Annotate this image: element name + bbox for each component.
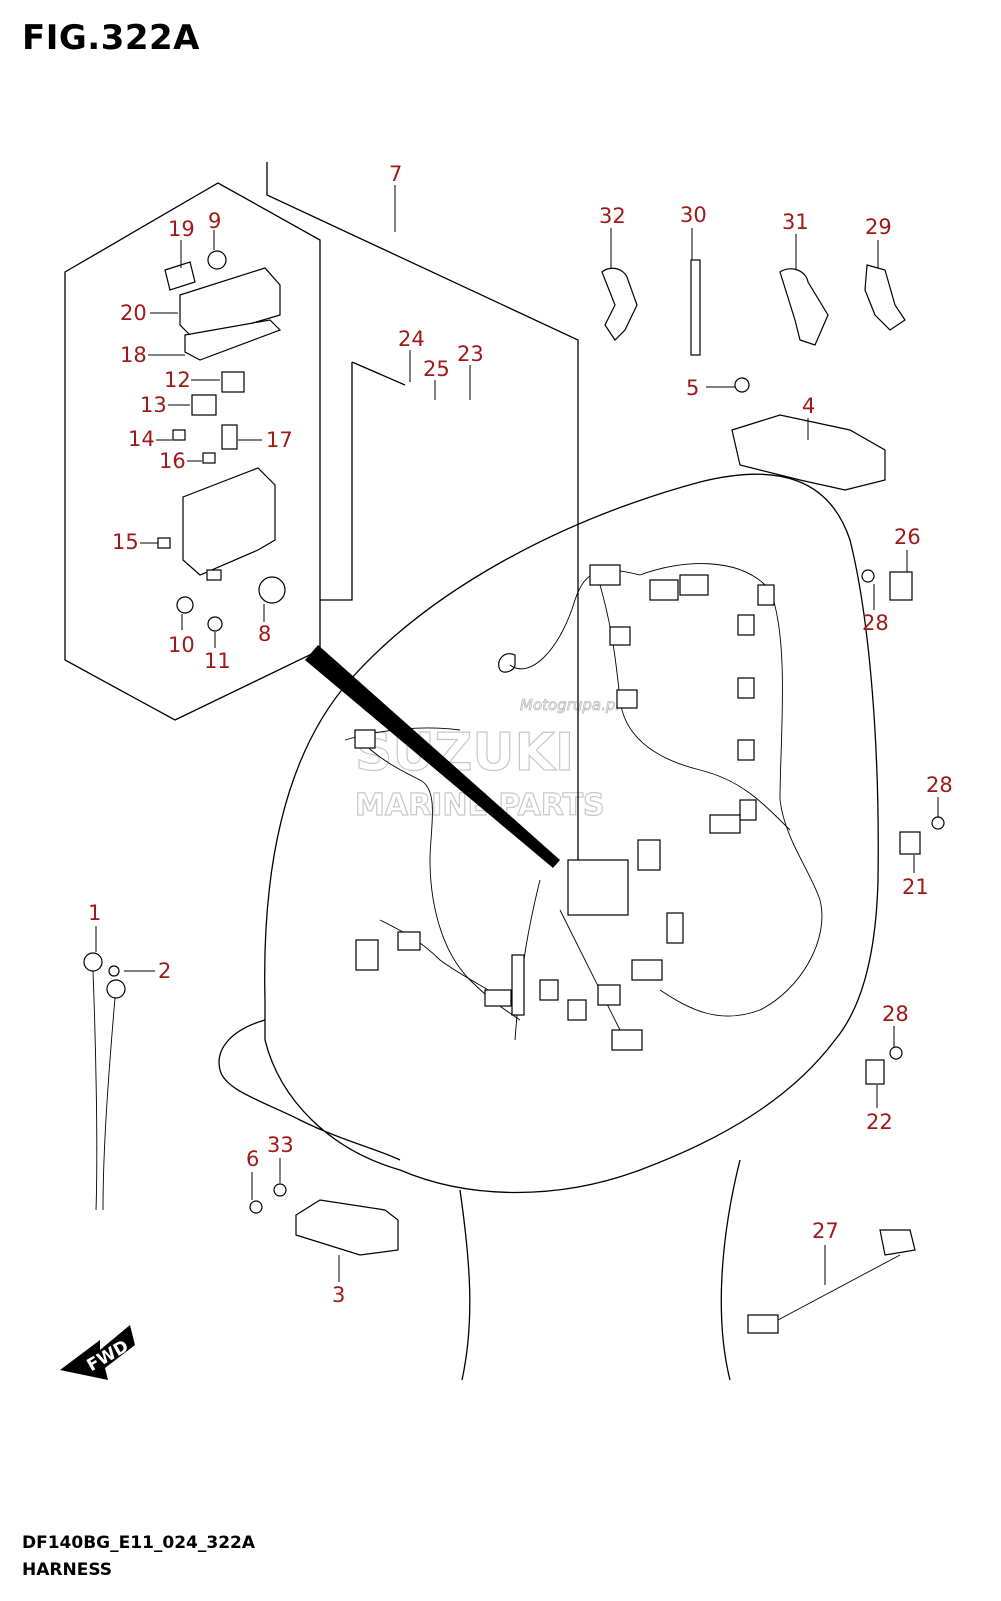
callout-19: 19 <box>168 217 195 241</box>
callout-28c: 28 <box>882 1002 909 1026</box>
callout-5: 5 <box>686 376 699 400</box>
callout-4: 4 <box>802 394 815 418</box>
engine-cowl <box>218 473 879 1381</box>
figure-title: FIG.322A <box>22 18 200 58</box>
callout-17: 17 <box>266 428 293 452</box>
callout-14: 14 <box>128 427 155 451</box>
callout-18: 18 <box>120 343 147 367</box>
callout-3: 3 <box>332 1283 345 1307</box>
part7-frame <box>266 162 579 875</box>
callout-1: 1 <box>88 901 101 925</box>
callout-32: 32 <box>599 204 626 228</box>
callout-24: 24 <box>398 327 425 351</box>
callout-21: 21 <box>902 875 929 899</box>
callout-20: 20 <box>120 301 147 325</box>
model-code: DF140BG_E11_024_322A <box>22 1533 256 1553</box>
callout-23: 23 <box>457 342 484 366</box>
callout-29: 29 <box>865 215 892 239</box>
clamp-parts <box>498 259 906 673</box>
callout-16: 16 <box>159 449 186 473</box>
callout-26: 26 <box>894 525 921 549</box>
watermark: SUZUKI MARINE PARTS Motogrupa.pl <box>354 696 620 824</box>
callout-30: 30 <box>680 203 707 227</box>
callout-15: 15 <box>112 530 139 554</box>
callout-numbers: 1 2 3 4 5 6 7 8 9 10 11 12 13 14 15 16 1… <box>88 162 953 1307</box>
ground-cable <box>83 952 126 1211</box>
callout-25: 25 <box>423 357 450 381</box>
callout-10: 10 <box>168 633 195 657</box>
watermark-brand: SUZUKI <box>355 723 574 783</box>
fwd-label: FWD <box>84 1336 133 1376</box>
section-name: HARNESS <box>22 1560 113 1580</box>
callout-6: 6 <box>246 1147 259 1171</box>
callout-7: 7 <box>389 162 402 186</box>
callout-11: 11 <box>204 649 231 673</box>
callout-13: 13 <box>140 393 167 417</box>
watermark-site: Motogrupa.pl <box>520 696 620 714</box>
callout-22: 22 <box>866 1110 893 1134</box>
harness-wires <box>354 563 823 1051</box>
callout-31: 31 <box>782 210 809 234</box>
fuse-box-parts <box>157 250 286 632</box>
callout-28b: 28 <box>926 773 953 797</box>
small-brackets <box>861 569 945 1085</box>
callout-2: 2 <box>158 959 171 983</box>
callout-8: 8 <box>258 622 271 646</box>
callout-28a: 28 <box>862 611 889 635</box>
callout-33: 33 <box>267 1133 294 1157</box>
pointer-arrow <box>305 645 560 868</box>
extension-cable <box>747 1229 916 1334</box>
leader-lines <box>95 185 939 1285</box>
callout-9: 9 <box>208 209 221 233</box>
fwd-marker: FWD <box>60 1325 135 1380</box>
callout-27: 27 <box>812 1219 839 1243</box>
bracket-part <box>249 1183 399 1256</box>
callout-12: 12 <box>164 368 191 392</box>
